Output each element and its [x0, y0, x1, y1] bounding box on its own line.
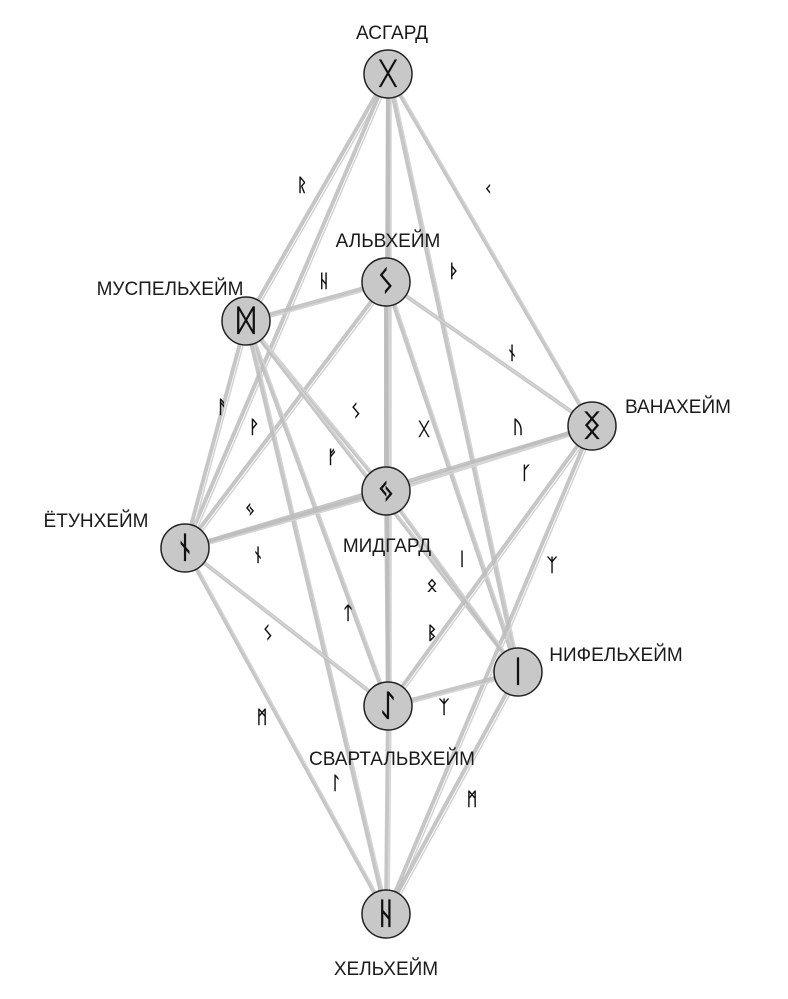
node-label-alfheim: АЛЬВХЕЙМ [336, 230, 441, 252]
node-label-jotunheim: ЁТУНХЕЙМ [44, 510, 149, 532]
edge-asgard-muspelheim [244, 72, 390, 323]
edge-rune: ᛊ [351, 401, 362, 422]
node-circle-muspelheim [221, 296, 271, 346]
edge-rune: ᚲ [483, 179, 494, 200]
node-rune-vanaheim: ᛝ [583, 409, 601, 444]
edge-midgard-jotunheim [183, 489, 388, 550]
edge-muspelheim-jotunheim [183, 319, 248, 550]
edge-rune: ᚱ [297, 175, 308, 196]
edge-asgard-vanaheim [386, 72, 594, 428]
edge-rune: ᛊ [263, 623, 274, 644]
node-rune-svartalfheim: ᛇ [379, 689, 397, 724]
node-niflheim: ᛁ [493, 647, 543, 697]
edge-rune: ᚢ [513, 417, 524, 438]
node-circle-niflheim [493, 647, 543, 697]
node-label-svartalfheim: СВАРТАЛЬВХЕЙМ [309, 748, 475, 770]
node-svartalfheim: ᛇ [363, 681, 413, 731]
nodes: ᚷ ᛊ ᛞ ᛝ ᛃ ᚾ ᛁ ᛇ ᚺ [160, 49, 617, 939]
edge-rune: ᛗ [257, 707, 268, 728]
node-rune-alfheim: ᛊ [377, 265, 395, 300]
edge-shade-muspelheim-jotunheim [187, 322, 250, 551]
edge-shade-jotunheim-helheim [187, 549, 390, 917]
edge-rune: ᛟ [427, 575, 438, 596]
node-midgard: ᛃ [361, 466, 411, 516]
edge-rune: ᚺ [319, 271, 330, 292]
node-circle-vanaheim [567, 401, 617, 451]
edge-muspelheim-helheim [244, 319, 388, 916]
edge-rune: ᛉ [547, 555, 558, 576]
edge-shade-midgard-niflheim [388, 492, 522, 675]
edge-shade-muspelheim-midgard [248, 322, 390, 494]
edge-jotunheim-helheim [183, 546, 388, 916]
edge-rune: ᚠ [327, 447, 338, 468]
edge-shade-vanaheim-svartalfheim [390, 427, 596, 709]
edge-shade-muspelheim-helheim [248, 322, 390, 917]
edge-niflheim-helheim [384, 670, 520, 916]
edge-rune: ᚦ [449, 261, 460, 282]
node-label-midgard: МИДГАРД [343, 536, 431, 557]
edge-shade-alfheim-vanaheim [388, 283, 596, 429]
node-label-muspelheim: МУСПЕЛЬХЕЙМ [97, 278, 244, 300]
edge-rune: ᛉ [439, 697, 450, 718]
node-vanaheim: ᛝ [567, 401, 617, 451]
edge-shade-muspelheim-svartalfheim [248, 322, 392, 709]
edge-shade-midgard-jotunheim [187, 492, 390, 551]
node-label-asgard: АСГАРД [356, 23, 428, 44]
edge-shade-jotunheim-svartalfheim [187, 549, 392, 709]
edge-rune: ᛁ [457, 549, 468, 570]
node-rune-midgard: ᛃ [377, 474, 395, 509]
node-rune-jotunheim: ᚾ [176, 531, 194, 566]
edge-asgard-niflheim [386, 72, 520, 674]
edge-shade-asgard-muspelheim [248, 75, 392, 324]
edge-rune: ᚷ [418, 419, 431, 440]
node-circle-asgard [363, 49, 413, 99]
edge-rune: ᛒ [427, 623, 438, 644]
node-circle-helheim [361, 889, 411, 939]
node-rune-muspelheim: ᛞ [237, 304, 255, 339]
edge-shade-niflheim-helheim [388, 673, 522, 917]
edge-vanaheim-svartalfheim [386, 424, 594, 708]
node-circle-svartalfheim [363, 681, 413, 731]
edge-alfheim-jotunheim [183, 280, 388, 550]
edge-shade-asgard-jotunheim [187, 75, 392, 551]
edge-rune: ᚴ [521, 463, 532, 484]
edge-alfheim-niflheim [384, 280, 520, 674]
edge-rune: ᛃ [245, 499, 256, 520]
node-rune-asgard: ᚷ [378, 57, 398, 92]
edge-shade-asgard-vanaheim [390, 75, 596, 429]
node-helheim: ᚺ [361, 889, 411, 939]
node-circle-alfheim [361, 257, 411, 307]
node-rune-helheim: ᚺ [377, 897, 395, 932]
edge-rune: ᚾ [253, 545, 264, 566]
node-circle-midgard [361, 466, 411, 516]
edge-shade-svartalfheim-helheim [388, 707, 392, 917]
edge-vanaheim-helheim [384, 424, 594, 916]
node-alfheim: ᛊ [361, 257, 411, 307]
node-label-helheim: ХЕЛЬХЕЙМ [334, 958, 438, 980]
node-label-niflheim: НИФЕЛЬХЕЙМ [549, 644, 682, 666]
node-circle-jotunheim [160, 523, 210, 573]
edge-shade-alfheim-jotunheim [187, 283, 390, 551]
node-label-vanaheim: ВАНАХЕЙМ [625, 396, 731, 418]
node-labels: АСГАРД АЛЬВХЕЙМ МУСПЕЛЬХЕЙМ ВАНАХЕЙМ МИДГАРД… [44, 23, 731, 980]
edge-rune: ᛏ [343, 603, 354, 624]
edge-shade-vanaheim-helheim [388, 427, 596, 917]
edge-rune: ᛚ [331, 773, 342, 794]
edge-midgard-niflheim [384, 489, 520, 674]
node-asgard: ᚷ [363, 49, 413, 99]
edge-shade-alfheim-niflheim [388, 283, 522, 675]
edge-svartalfheim-helheim [384, 704, 390, 916]
node-muspelheim: ᛞ [221, 296, 271, 346]
edge-rune: ᛗ [467, 789, 478, 810]
edge-rune: ᚾ [507, 343, 518, 364]
node-rune-niflheim: ᛁ [509, 655, 527, 690]
edge-rune: ᚹ [249, 417, 260, 438]
edge-rune: ᚨ [217, 397, 228, 418]
edges [183, 72, 596, 917]
node-jotunheim: ᚾ [160, 523, 210, 573]
edge-shade-asgard-niflheim [390, 75, 522, 675]
edge-runes: ᚱ ᚲ ᚺ ᚦ ᚾ ᚨᚹ ᛊ ᚷ ᚢ ᚠ ᚴ ᛃ ᚾ ᛁ ᛉ ᛟ ᛏ ᛊ ᛒ ᛗ ᛉ ᛚ ᛗ [217, 175, 558, 810]
